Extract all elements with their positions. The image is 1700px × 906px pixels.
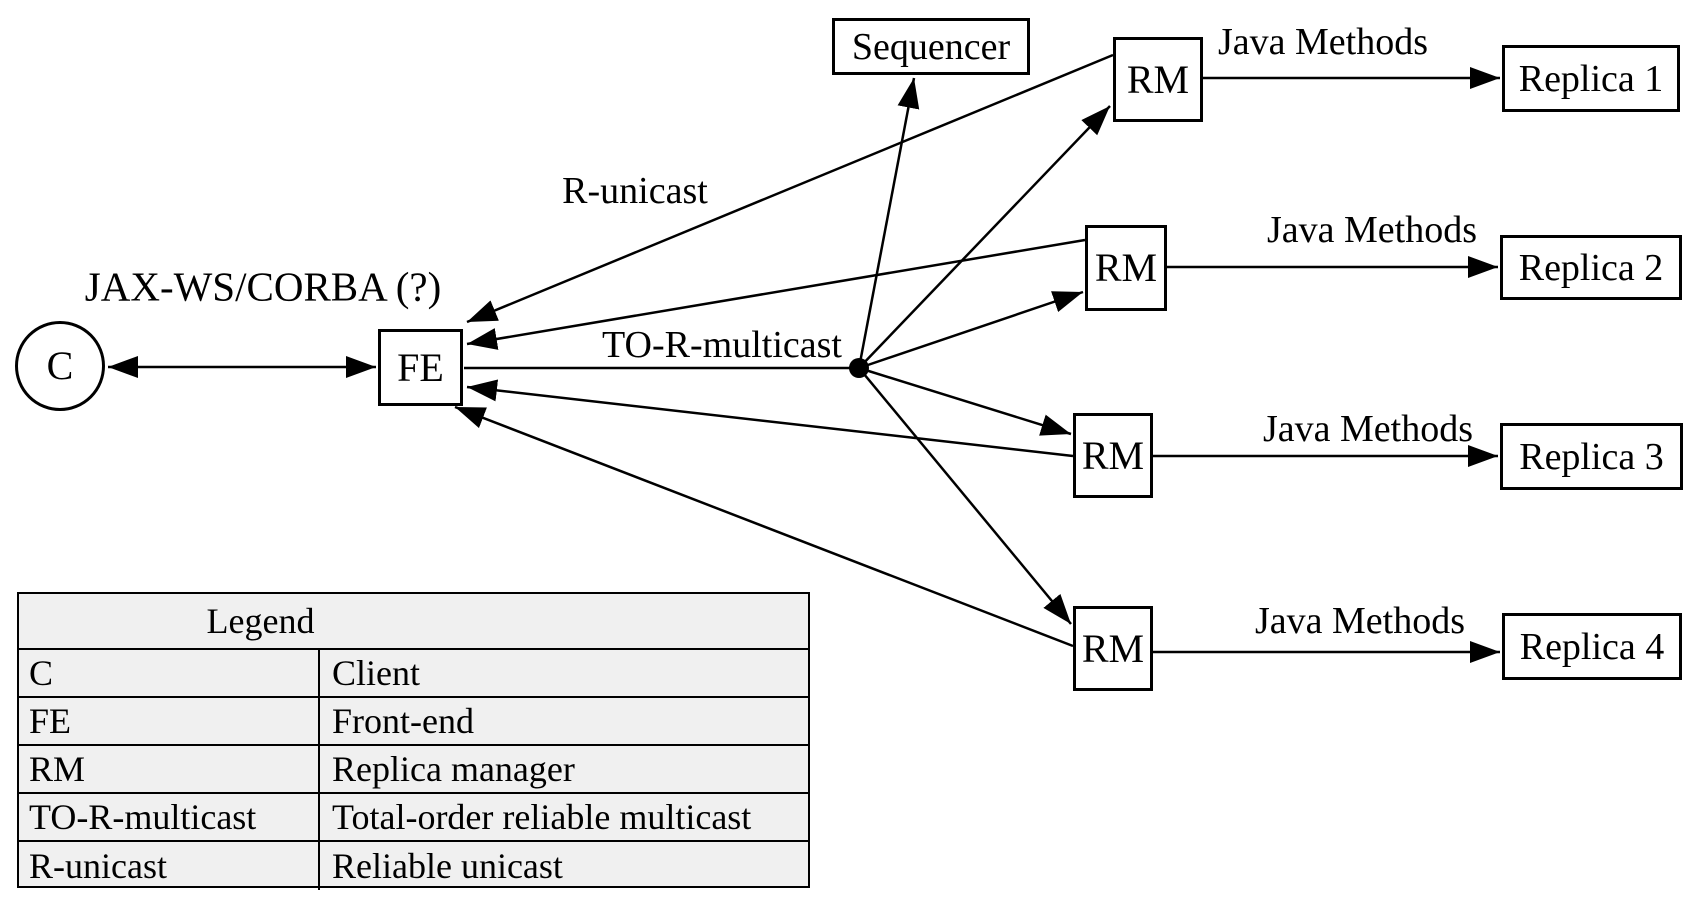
- replica-node-3: Replica 3: [1500, 423, 1683, 490]
- edge-rm4-frontend: [454, 405, 1074, 648]
- edge-junction-rm1: [858, 105, 1111, 369]
- edge-label-java-methods-2: Java Methods: [1266, 209, 1478, 251]
- legend-table: Legend C Client FE Front-end RM Replica …: [17, 592, 810, 890]
- sequencer-node: Sequencer: [832, 18, 1030, 75]
- rm-node-3: RM: [1073, 413, 1153, 498]
- edge-rm1-frontend: [466, 53, 1114, 324]
- legend-definition: Reliable unicast: [332, 846, 563, 886]
- front-end-node: FE: [378, 329, 463, 406]
- legend-term: RM: [19, 746, 320, 792]
- edge-rm3-frontend: [466, 379, 1074, 458]
- multicast-junction-dot: [849, 358, 869, 378]
- client-label: C: [46, 343, 74, 388]
- edge-junction-rm2: [858, 290, 1084, 370]
- legend-row-replica-manager: RM Replica manager: [19, 746, 808, 794]
- edge-junction-rm3: [858, 366, 1072, 436]
- legend-term: C: [19, 650, 320, 696]
- legend-header: Legend: [19, 594, 808, 650]
- legend-definition: Replica manager: [332, 749, 575, 789]
- legend-term: FE: [19, 698, 320, 744]
- rm-label-3: RM: [1081, 432, 1145, 478]
- rm-label-2: RM: [1094, 245, 1158, 290]
- replica-node-1: Replica 1: [1502, 45, 1680, 112]
- edge-label-java-methods-3: Java Methods: [1262, 408, 1474, 450]
- edge-rm2-frontend: [466, 238, 1086, 350]
- edge-label-to-r-multicast: TO-R-multicast: [602, 324, 842, 366]
- replica-label-4: Replica 4: [1519, 625, 1665, 668]
- edge-junction-rm4: [858, 367, 1072, 625]
- legend-term: R-unicast: [19, 842, 320, 890]
- rm-node-2: RM: [1085, 225, 1167, 311]
- rm-label-1: RM: [1126, 56, 1190, 102]
- replica-label-1: Replica 1: [1518, 57, 1664, 100]
- edge-label-jax-ws-corba: JAX-WS/CORBA (?): [84, 263, 442, 310]
- front-end-label: FE: [397, 344, 444, 390]
- legend-definition: Total-order reliable multicast: [332, 797, 752, 837]
- replica-node-2: Replica 2: [1500, 235, 1682, 300]
- rm-node-1: RM: [1113, 37, 1203, 122]
- client-node: C: [15, 321, 105, 411]
- legend-row-client: C Client: [19, 650, 808, 698]
- legend-title: Legend: [206, 601, 315, 641]
- legend-definition: Front-end: [332, 701, 474, 741]
- legend-row-front-end: FE Front-end: [19, 698, 808, 746]
- legend-definition: Client: [332, 653, 420, 693]
- replica-label-3: Replica 3: [1519, 435, 1664, 478]
- edge-label-java-methods-4: Java Methods: [1254, 600, 1466, 642]
- rm-label-4: RM: [1081, 625, 1145, 671]
- rm-node-4: RM: [1073, 606, 1153, 691]
- legend-term: TO-R-multicast: [19, 794, 320, 840]
- replica-node-4: Replica 4: [1502, 613, 1682, 680]
- edge-label-java-methods-1: Java Methods: [1217, 21, 1429, 63]
- legend-row-to-r-multicast: TO-R-multicast Total-order reliable mult…: [19, 794, 808, 842]
- edge-junction-sequencer: [857, 77, 920, 369]
- edge-label-r-unicast: R-unicast: [562, 170, 708, 212]
- replica-label-2: Replica 2: [1518, 246, 1664, 289]
- legend-row-r-unicast: R-unicast Reliable unicast: [19, 842, 808, 890]
- sequencer-label: Sequencer: [851, 25, 1011, 68]
